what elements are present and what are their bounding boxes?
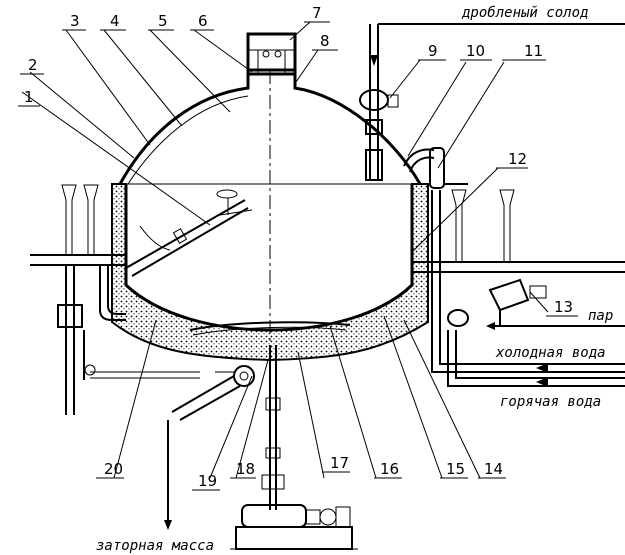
label-8: 8 <box>320 32 330 50</box>
malt-valve <box>359 89 389 111</box>
hot-water-arrow <box>536 377 548 387</box>
label-steam: пар <box>588 308 613 324</box>
right-piping <box>359 23 625 387</box>
label-15: 15 <box>446 460 465 478</box>
label-3: 3 <box>70 12 80 30</box>
cold-water-arrow <box>536 363 548 373</box>
steam-valve <box>488 278 530 312</box>
label-19: 19 <box>198 472 217 490</box>
inner-pipe <box>125 199 246 269</box>
label-mash: заторная масса <box>96 538 214 554</box>
malt-arrow <box>370 55 378 66</box>
vessel-wall <box>124 184 414 332</box>
label-hot-water: горячая вода <box>500 394 601 410</box>
mash-outlet-pipe <box>171 375 235 413</box>
label-14: 14 <box>484 460 503 478</box>
vessel <box>111 32 429 362</box>
agitator-blade <box>189 321 351 331</box>
label-16: 16 <box>380 460 399 478</box>
label-cold-water: холодная вода <box>495 345 606 361</box>
label-4: 4 <box>110 12 120 30</box>
drain-assembly <box>90 345 358 550</box>
label-20: 20 <box>104 460 123 478</box>
label-13: 13 <box>554 298 573 316</box>
label-malt: дробленый солод <box>461 5 588 21</box>
left-piping <box>30 184 126 415</box>
steam-arrow <box>486 322 495 330</box>
part-numbers: 1 2 3 4 5 6 7 8 9 10 11 12 13 14 15 16 1… <box>18 4 578 491</box>
label-18: 18 <box>236 460 255 478</box>
label-12: 12 <box>508 150 527 168</box>
leader-lines <box>21 21 549 479</box>
flow-labels: дробленый солод пар холодная вода горяча… <box>96 5 613 554</box>
label-10: 10 <box>466 42 485 60</box>
label-11: 11 <box>524 42 543 60</box>
label-2: 2 <box>28 56 38 74</box>
label-1: 1 <box>24 88 34 106</box>
mixer <box>429 147 445 189</box>
mash-arrow <box>164 520 172 530</box>
label-6: 6 <box>198 12 208 30</box>
label-9: 9 <box>428 42 438 60</box>
vent-pipe <box>246 32 297 76</box>
label-17: 17 <box>330 454 349 472</box>
label-5: 5 <box>158 12 168 30</box>
label-7: 7 <box>312 4 322 22</box>
motor <box>241 504 307 528</box>
